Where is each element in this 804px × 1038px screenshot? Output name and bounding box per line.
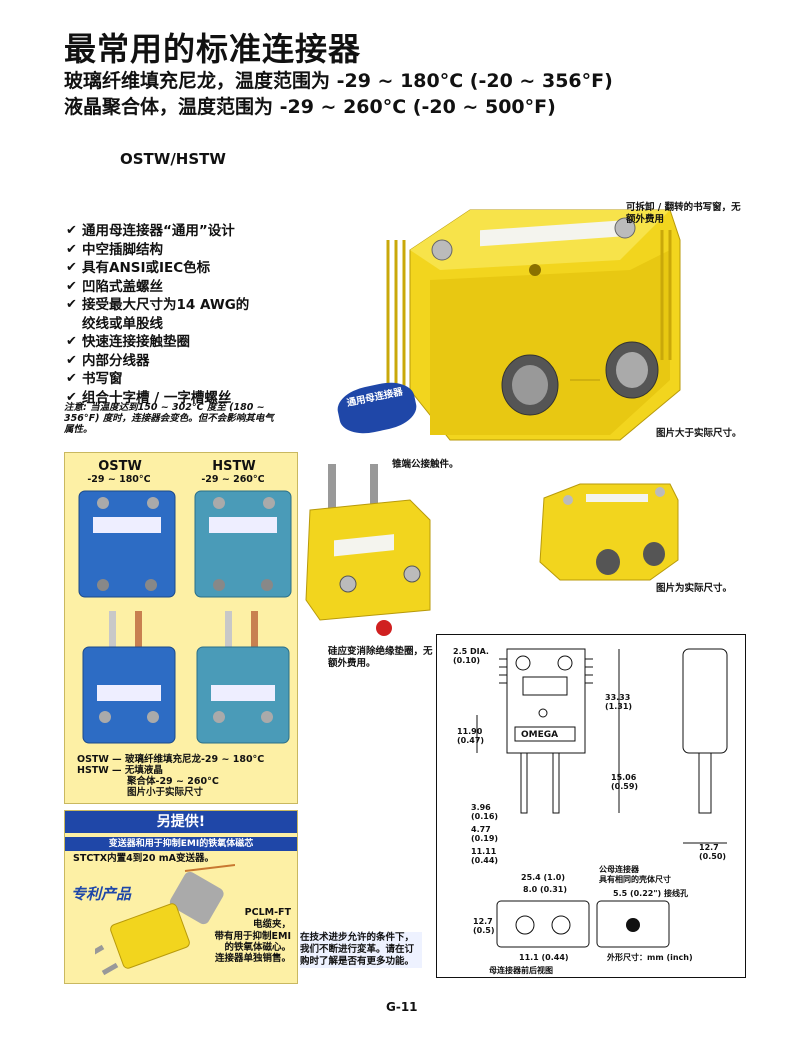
size-callout-small: 图片为实际尺寸。 <box>656 583 733 594</box>
promo-heading: 另提供! <box>65 811 297 833</box>
hstw-range: -29 ~ 260°C <box>201 474 265 485</box>
legend-ostw: OSTW — 玻璃纤维填充尼龙-29 ~ 180°C <box>77 754 265 765</box>
ostw-label: OSTW <box>98 459 142 474</box>
dim-d1-in: (0.47) <box>457 736 485 745</box>
cable-clamp-image <box>95 864 235 976</box>
check-icon: ✔ <box>66 278 77 294</box>
feature-continuation: 绞线或单股线 <box>82 315 163 332</box>
check-icon: ✔ <box>66 334 77 349</box>
legend-hstw-range: 聚合体-29 ~ 260°C <box>127 776 219 787</box>
feature-item: ✔接受最大尺寸为14 AWG的 <box>66 297 250 313</box>
dim-d1: 11.90 <box>457 727 483 736</box>
dim-d10: 12.7 <box>473 917 493 926</box>
dim-d2: 33.33 <box>605 693 631 702</box>
variant-connectors-image <box>78 490 292 744</box>
front-view-label: 母连接器前后视图 <box>489 966 553 975</box>
subtitle-nylon: 玻璃纤维填充尼龙，温度范围为 -29 ~ 180°C (-20 ~ 356°F) <box>64 70 613 92</box>
check-icon: ✔ <box>66 297 77 312</box>
dim-d8: 25.4 (1.0) <box>521 873 566 882</box>
pins-callout: 锥端公接触件。 <box>392 459 459 470</box>
large-connector-image <box>386 209 681 441</box>
feature-item: ✔快速连接接触垫圈 <box>66 334 190 350</box>
promo-subheading: 变送器和用于抑制EMI的铁氧体磁芯 <box>65 837 297 851</box>
dim-d3-in: (0.59) <box>611 782 639 791</box>
stctx-text: STCTX内置4到20 mA变送器。 <box>73 853 214 864</box>
size-callout-large: 图片大于实际尺寸。 <box>656 428 742 439</box>
feature-item: ✔具有ANSI或IEC色标 <box>66 260 211 276</box>
small-connector-image <box>539 483 679 581</box>
promo-panel: 另提供! 变送器和用于抑制EMI的铁氧体磁芯 STCTX内置4到20 mA变送器… <box>64 810 298 984</box>
dim-d11: 11.1 (0.44) <box>519 953 569 962</box>
variants-panel: OSTW -29 ~ 180°C HSTW -29 ~ 260°C OSTW —… <box>64 452 298 804</box>
pclm-line4: 的铁氧体磁心。 <box>224 942 291 953</box>
feature-item: ✔中空插脚结构 <box>66 241 163 258</box>
dim-dia-in: (0.10) <box>453 656 481 665</box>
check-icon: ✔ <box>66 241 77 257</box>
dim-d4-in: (0.16) <box>471 812 499 821</box>
legend-hstw: HSTW — 无填液晶 <box>77 765 163 776</box>
dim-d4: 3.96 <box>471 803 491 812</box>
feature-item: ✔组合十字槽 / 一字槽螺丝 <box>66 389 232 406</box>
male-connector-image <box>305 464 431 636</box>
check-icon: ✔ <box>66 223 77 238</box>
dim-d10-in: (0.5) <box>473 926 495 935</box>
silicone-callout: 硅应变消除绝缘垫圈，无额外费用。 <box>328 646 433 669</box>
dim-d2-in: (1.31) <box>605 702 633 711</box>
hole-note: 5.5 (0.22") 接线孔 <box>613 889 688 898</box>
dim-d5: 4.77 <box>471 825 491 834</box>
check-icon: ✔ <box>66 371 77 386</box>
dim-d9: 8.0 (0.31) <box>523 885 568 894</box>
model-number: OSTW/HSTW <box>120 150 226 168</box>
pclm-line3: 带有用于抑制EMI <box>214 931 291 942</box>
ostw-range: -29 ~ 180°C <box>87 474 151 485</box>
dim-d6-in: (0.44) <box>471 856 499 865</box>
check-icon: ✔ <box>66 260 77 275</box>
page-title: 最常用的标准连接器 <box>64 30 362 68</box>
hstw-label: HSTW <box>212 459 256 474</box>
window-callout: 可拆卸 / 翻转的书写窗，无额外费用 <box>626 202 741 225</box>
units-label: 外形尺寸：mm (inch) <box>607 953 693 962</box>
pclm-line2: 电缆夹， <box>252 919 291 930</box>
page-number: G-11 <box>386 1000 418 1014</box>
improvement-note: 在技术进步允许的条件下，我们不断进行変革。请在订购时了解是否有更多功能。 <box>300 932 422 968</box>
female-note-1: 公母连接器 <box>599 865 639 874</box>
feature-list: ✔通用母连接器“通用”设计 ✔中空插脚结构 ✔具有ANSI或IEC色标 ✔凹陷式… <box>66 222 249 407</box>
subtitle-lcp: 液晶聚合体，温度范围为 -29 ~ 260°C (-20 ~ 500°F) <box>64 96 556 118</box>
female-note-2: 具有相同的壳体尺寸 <box>599 875 671 884</box>
dim-dia: 2.5 DIA. <box>453 647 489 656</box>
check-icon: ✔ <box>66 352 77 368</box>
dim-d7-in: (0.50) <box>699 852 727 861</box>
feature-item: ✔书写窗 <box>66 371 123 387</box>
check-icon: ✔ <box>66 389 77 405</box>
dim-d6: 11.11 <box>471 847 497 856</box>
feature-item: ✔内部分线器 <box>66 352 150 369</box>
pclm-model: PCLM-FT <box>244 907 291 918</box>
dim-d7: 12.7 <box>699 843 719 852</box>
feature-item: ✔凹陷式盖螺丝 <box>66 278 163 295</box>
brand-logo: OMEGA <box>521 730 559 740</box>
patent-label: 专利产品 <box>71 885 132 903</box>
legend-size: 图片小于实际尺寸 <box>127 787 204 798</box>
dim-d5-in: (0.19) <box>471 834 499 843</box>
dim-d3: 15.06 <box>611 773 637 782</box>
dimension-diagram: OMEGA 2.5 DIA. (0.10) 11.90 (0.47) 33.33… <box>436 634 746 978</box>
feature-item: ✔通用母连接器“通用”设计 <box>66 223 235 239</box>
temperature-note: 注意: 当温度达到150 ~ 302°C 度至 (180 ~ 356°F) 度时… <box>64 402 274 435</box>
dimension-drawing <box>476 648 728 948</box>
pclm-line5: 连接器单独销售。 <box>214 953 291 964</box>
